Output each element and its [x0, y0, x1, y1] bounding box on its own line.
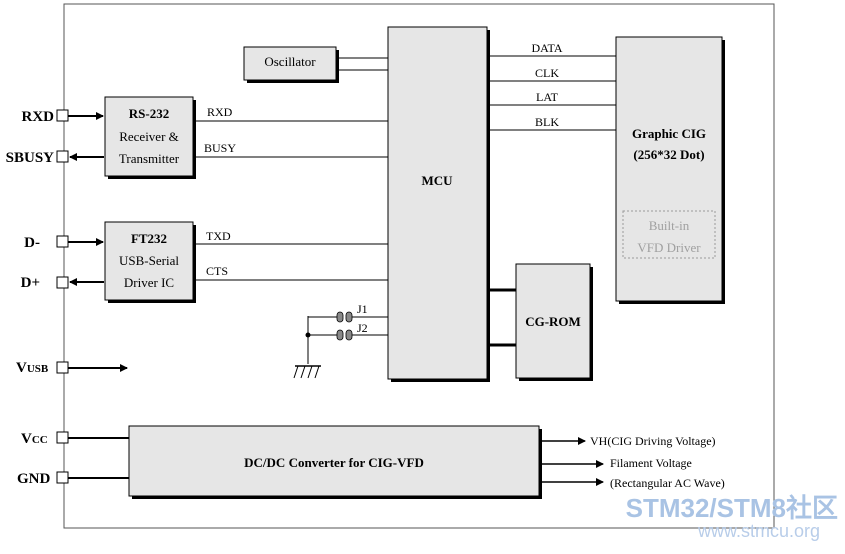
- oscillator-label: Oscillator: [264, 54, 316, 69]
- signal-txd: TXD: [193, 229, 388, 245]
- pin-d-minus: D-: [24, 235, 104, 251]
- signal-data-label: DATA: [531, 41, 562, 55]
- signal-busy: BUSY: [193, 141, 388, 158]
- dcdc-block: DC/DC Converter for CIG-VFD: [128, 425, 542, 499]
- signal-busy-label: BUSY: [204, 141, 236, 155]
- pin-d-plus-label: D+: [21, 275, 40, 291]
- signal-lat-label: LAT: [536, 90, 559, 104]
- watermark: STM32/STM8社区 www.stmcu.org: [626, 493, 838, 541]
- signal-lat: LAT: [487, 90, 616, 106]
- mcu-label: MCU: [421, 173, 453, 188]
- signal-blk: BLK: [487, 115, 616, 131]
- oscillator-block: Oscillator: [243, 46, 339, 83]
- signal-txd-label: TXD: [206, 229, 231, 243]
- pin-sbusy-label: SBUSY: [6, 150, 55, 166]
- ft232-line2: Driver IC: [124, 275, 174, 290]
- rs232-title: RS-232: [129, 106, 169, 121]
- cg-rom-bus: [487, 288, 516, 347]
- pin-vcc: VCC: [21, 431, 129, 447]
- vfd-driver-line1: Built-in: [649, 218, 690, 233]
- ft232-title: FT232: [131, 231, 167, 246]
- signal-rxd: RXD: [193, 105, 388, 122]
- watermark-brand: STM32/STM8社区: [626, 493, 838, 523]
- cg-rom-label: CG-ROM: [525, 314, 581, 329]
- signal-cts: CTS: [193, 264, 388, 281]
- output-filament: Filament Voltage (Rectangular AC Wave): [539, 456, 725, 490]
- output-filament-label: Filament Voltage: [610, 456, 692, 470]
- dcdc-label: DC/DC Converter for CIG-VFD: [244, 455, 424, 470]
- jumper-j2-icon: [336, 329, 353, 341]
- signal-rxd-label: RXD: [207, 105, 233, 119]
- pin-rxd-label: RXD: [22, 109, 55, 125]
- jumper-j1-icon: [336, 311, 353, 323]
- ft232-line1: USB-Serial: [119, 253, 179, 268]
- pin-gnd-label: GND: [17, 471, 51, 487]
- pin-gnd: GND: [17, 471, 129, 487]
- mcu-block: MCU: [387, 26, 490, 382]
- rs232-line2: Transmitter: [119, 151, 180, 166]
- pin-vcc-label: VCC: [21, 431, 48, 447]
- signal-data: DATA: [487, 41, 616, 57]
- ft232-block: FT232 USB-Serial Driver IC: [104, 221, 196, 303]
- pin-rxd: RXD: [22, 109, 104, 125]
- pin-d-minus-label: D-: [24, 235, 40, 251]
- signal-clk-label: CLK: [535, 66, 559, 80]
- vfd-driver-box: [622, 210, 716, 259]
- oscillator-wires: [336, 57, 388, 71]
- ground-icon: [293, 365, 321, 379]
- pin-d-plus: D+: [21, 275, 104, 291]
- rs232-block: RS-232 Receiver & Transmitter: [104, 96, 196, 179]
- module-outline: [63, 3, 775, 529]
- jumpers: J1 J2: [293, 302, 388, 379]
- jumper-j1-label: J1: [357, 302, 368, 316]
- cg-rom-block: CG-ROM: [515, 263, 593, 381]
- graphic-cig-block: Graphic CIG (256*32 Dot) Built-in VFD Dr…: [615, 36, 725, 304]
- pin-vusb: VUSB: [16, 360, 128, 376]
- jumper-j2-label: J2: [357, 321, 368, 335]
- signal-clk: CLK: [487, 66, 616, 82]
- output-ac-wave-label: (Rectangular AC Wave): [610, 476, 725, 490]
- graphic-cig-line1: Graphic CIG: [632, 126, 706, 141]
- graphic-cig-line2: (256*32 Dot): [633, 147, 704, 162]
- output-vh-label: VH(CIG Driving Voltage): [590, 434, 716, 448]
- signal-cts-label: CTS: [206, 264, 228, 278]
- pin-vusb-label: VUSB: [16, 360, 49, 376]
- rs232-line1: Receiver &: [119, 129, 179, 144]
- output-vh: VH(CIG Driving Voltage): [539, 434, 716, 448]
- vfd-driver-line2: VFD Driver: [637, 240, 701, 255]
- signal-blk-label: BLK: [535, 115, 559, 129]
- watermark-url: www.stmcu.org: [697, 521, 820, 541]
- pin-sbusy: SBUSY: [6, 150, 104, 166]
